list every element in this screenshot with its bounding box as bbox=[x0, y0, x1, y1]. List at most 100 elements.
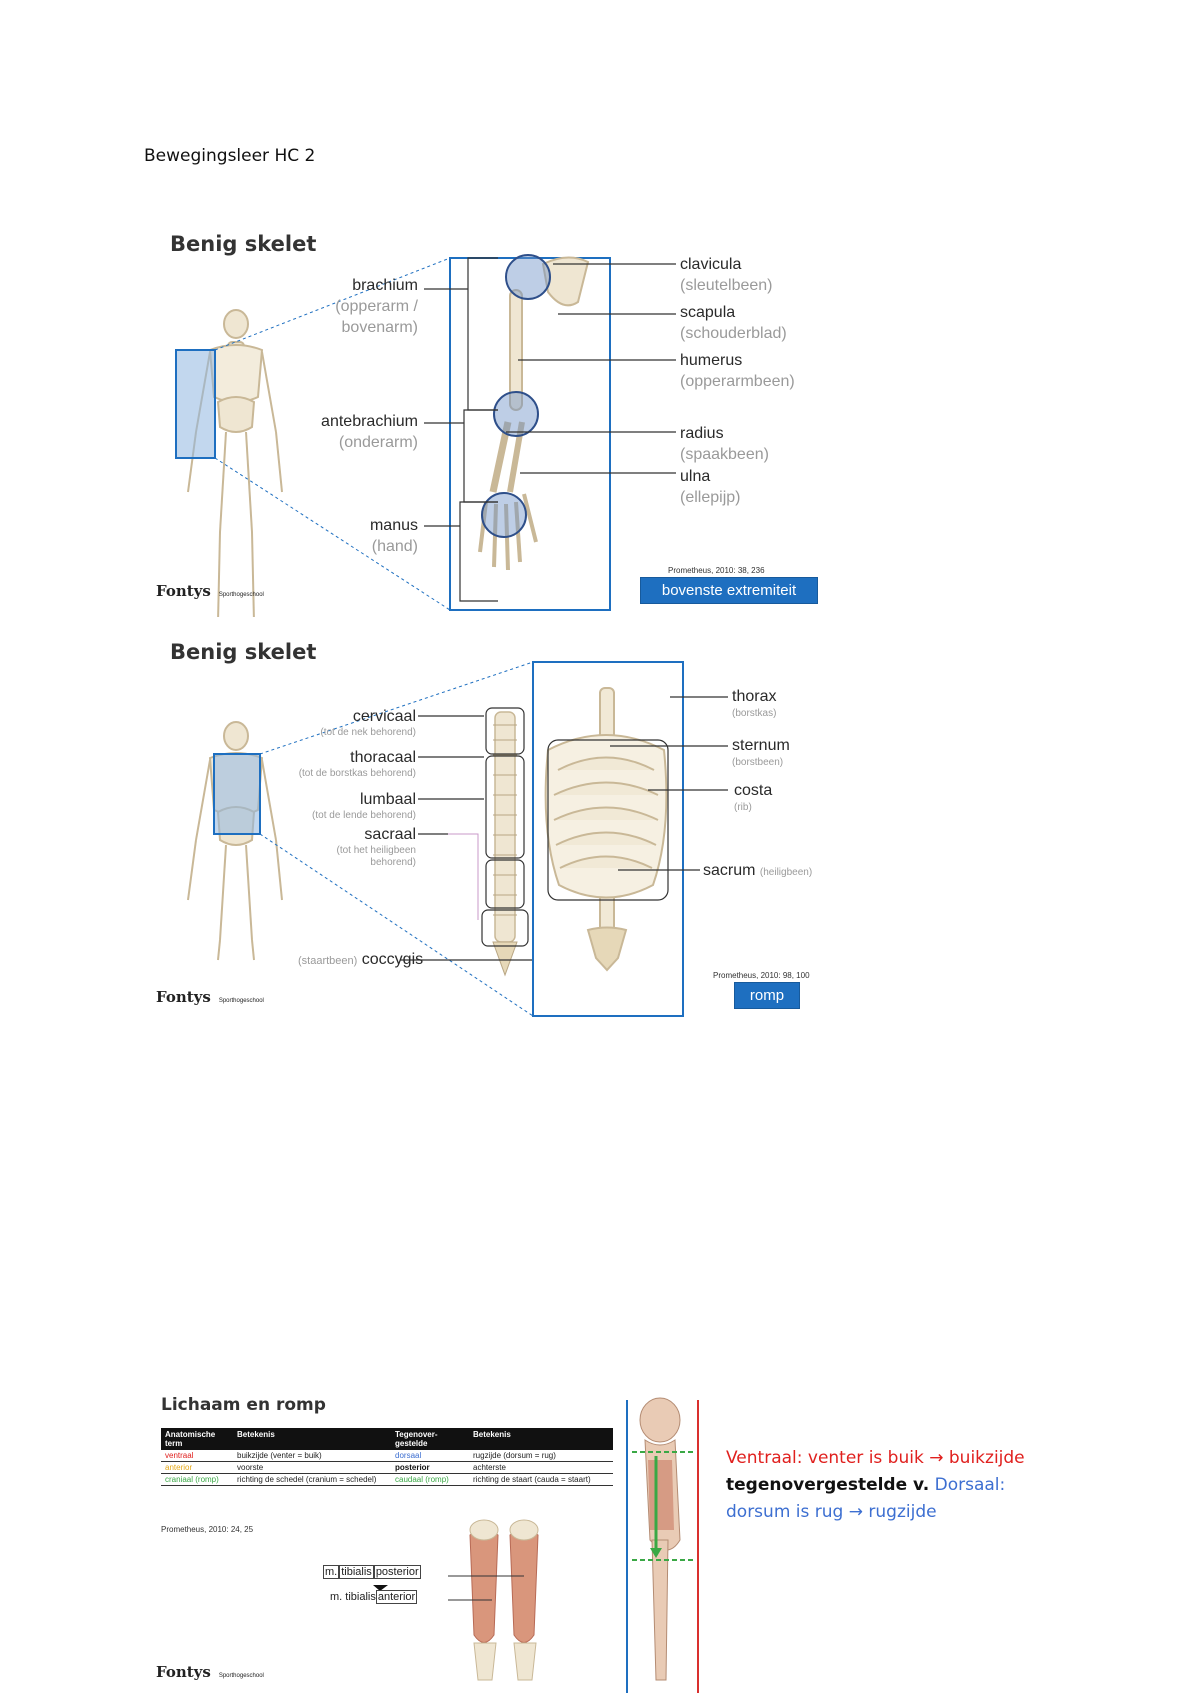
table-header: Betekenis bbox=[233, 1428, 391, 1450]
anatomy-table: Anatomische term Betekenis Tegenover-ges… bbox=[161, 1428, 613, 1486]
label-scapula-sub: (schouderblad) bbox=[680, 325, 787, 342]
label-thoracaal: thoracaal bbox=[350, 749, 416, 766]
slide2-credit: Prometheus, 2010: 98, 100 bbox=[713, 971, 810, 980]
label-radius: radius bbox=[680, 425, 724, 442]
table-header-row: Anatomische term Betekenis Tegenover-ges… bbox=[161, 1428, 613, 1450]
muscle-tibialis: tibialis bbox=[345, 1591, 376, 1603]
table-cell-opposite: caudaal (romp) bbox=[391, 1473, 469, 1486]
note-line-2: tegenovergestelde v. Dorsaal: bbox=[726, 1472, 1025, 1499]
table-cell-opposite-meaning: rugzijde (dorsum = rug) bbox=[469, 1450, 613, 1462]
trunk-button[interactable]: romp bbox=[734, 982, 800, 1009]
label-humerus-sub: (opperarmbeen) bbox=[680, 373, 795, 390]
label-ulna: ulna bbox=[680, 468, 711, 485]
table-cell-term: ventraal bbox=[161, 1450, 233, 1462]
label-sternum-sub: (borstbeen) bbox=[732, 757, 784, 768]
note-buikzijde: buikzijde bbox=[948, 1448, 1025, 1468]
label-thorax-sub: (borstkas) bbox=[732, 708, 777, 719]
label-brachium-sub2: bovenarm) bbox=[341, 319, 418, 336]
muscle-tibialis: tibialis bbox=[339, 1565, 374, 1579]
table-cell-meaning: buikzijde (venter = buik) bbox=[233, 1450, 391, 1462]
fontys-logo-text: Fontys bbox=[156, 988, 211, 1006]
label-scapula: scapula bbox=[680, 304, 736, 321]
label-lumbaal: lumbaal bbox=[359, 791, 416, 808]
upper-extremity-button[interactable]: bovenste extremiteit bbox=[640, 577, 818, 604]
table-cell-term: craniaal (romp) bbox=[161, 1473, 233, 1486]
label-antebrachium-sub: (onderarm) bbox=[338, 434, 418, 451]
table-header: Tegenover-gestelde bbox=[391, 1428, 469, 1450]
table-cell-opposite-meaning: richting de staart (cauda = staart) bbox=[469, 1473, 613, 1486]
label-coccygis: coccygis bbox=[361, 951, 424, 968]
document-title: Bewegingsleer HC 2 bbox=[144, 146, 316, 166]
table-row: anterior voorste posterior achterste bbox=[161, 1461, 613, 1474]
arrow-icon: → bbox=[929, 1448, 944, 1468]
slide2-illustration bbox=[187, 661, 728, 1017]
label-sacraal: sacraal bbox=[364, 826, 416, 843]
label-thoracaal-sub: (tot de borstkas behorend) bbox=[298, 768, 416, 779]
table-cell-meaning: richting de schedel (cranium = schedel) bbox=[233, 1473, 391, 1486]
slide3-title: Lichaam en romp bbox=[161, 1395, 326, 1415]
fontys-logo-sub: Sporthogeschool bbox=[218, 998, 264, 1004]
slide2-title: Benig skelet bbox=[170, 640, 317, 664]
table-header: Anatomische term bbox=[161, 1428, 233, 1450]
slide1-title: Benig skelet bbox=[170, 232, 317, 256]
muscle-dir-posterior: posterior bbox=[373, 1565, 421, 1579]
table-row: ventraal buikzijde (venter = buik) dorsa… bbox=[161, 1450, 613, 1462]
label-sacrum-group: sacrum (heiligbeen) bbox=[703, 862, 812, 880]
note-block: Ventraal: venter is buik → buikzijde teg… bbox=[726, 1445, 1025, 1526]
label-sacrum: sacrum bbox=[703, 862, 756, 879]
label-coccygis-group: (staartbeen) coccygis bbox=[298, 951, 423, 969]
label-sacrum-sub: (heiligbeen) bbox=[759, 867, 813, 878]
label-costa-sub: (rib) bbox=[734, 802, 752, 813]
fontys-logo-text: Fontys bbox=[156, 582, 211, 600]
slide1-illustration bbox=[175, 254, 676, 617]
table-cell-opposite-meaning: achterste bbox=[469, 1461, 613, 1474]
note-tegenover: tegenovergestelde v. bbox=[726, 1475, 930, 1495]
label-manus: manus bbox=[369, 517, 418, 534]
label-cervicaal: cervicaal bbox=[352, 708, 416, 725]
leg-illustration bbox=[373, 1519, 539, 1681]
fontys-logo-sub: Sporthogeschool bbox=[218, 1673, 264, 1679]
note-rugzijde: rugzijde bbox=[868, 1502, 937, 1522]
label-brachium: brachium bbox=[352, 277, 418, 294]
label-humerus: humerus bbox=[680, 352, 743, 369]
table-cell-opposite: dorsaal bbox=[391, 1450, 469, 1462]
label-cervicaal-sub: (tot de nek behorend) bbox=[320, 727, 416, 738]
label-thorax: thorax bbox=[732, 688, 777, 705]
slide1-credit: Prometheus, 2010: 38, 236 bbox=[668, 566, 765, 575]
table-header: Betekenis bbox=[469, 1428, 613, 1450]
label-sacraal-sub2: behorend) bbox=[370, 857, 416, 868]
muscle-m: m. bbox=[323, 1565, 340, 1579]
label-costa: costa bbox=[734, 782, 773, 799]
arrow-icon: → bbox=[848, 1502, 863, 1522]
muscle-m: m. bbox=[330, 1591, 343, 1603]
note-dorsaal: Dorsaal: bbox=[934, 1475, 1006, 1495]
table-cell-meaning: voorste bbox=[233, 1461, 391, 1474]
muscle-dir-anterior: anterior bbox=[375, 1590, 418, 1604]
table-row: craniaal (romp) richting de schedel (cra… bbox=[161, 1473, 613, 1486]
slide-body-trunk: Lichaam en romp Anatomische term Beteken… bbox=[148, 1395, 708, 1693]
label-antebrachium: antebrachium bbox=[321, 413, 418, 430]
table-cell-opposite: posterior bbox=[391, 1461, 469, 1474]
label-clavicula: clavicula bbox=[680, 256, 742, 273]
label-sternum: sternum bbox=[732, 737, 790, 754]
label-radius-sub: (spaakbeen) bbox=[680, 446, 769, 463]
label-manus-sub: (hand) bbox=[371, 538, 418, 555]
fontys-logo-sub: Sporthogeschool bbox=[218, 592, 264, 598]
label-brachium-sub1: (opperarm / bbox=[335, 298, 418, 315]
label-ulna-sub: (ellepijp) bbox=[680, 489, 741, 506]
note-line-1: Ventraal: venter is buik → buikzijde bbox=[726, 1445, 1025, 1472]
note-ventraal: Ventraal: venter is buik bbox=[726, 1448, 924, 1468]
slide-trunk: Benig skelet cervicaal (tot de nek behor… bbox=[148, 640, 838, 1020]
label-lumbaal-sub: (tot de lende behorend) bbox=[312, 810, 416, 821]
fontys-logo-text: Fontys bbox=[156, 1663, 211, 1681]
label-coccygis-sub: (staartbeen) bbox=[298, 955, 358, 967]
slide-upper-extremity: Benig skelet brachium (opperarm / bovena… bbox=[148, 232, 838, 617]
label-sacraal-sub1: (tot het heiligbeen bbox=[336, 845, 416, 856]
table-cell-term: anterior bbox=[161, 1461, 233, 1474]
note-line-3: dorsum is rug → rugzijde bbox=[726, 1499, 1025, 1526]
